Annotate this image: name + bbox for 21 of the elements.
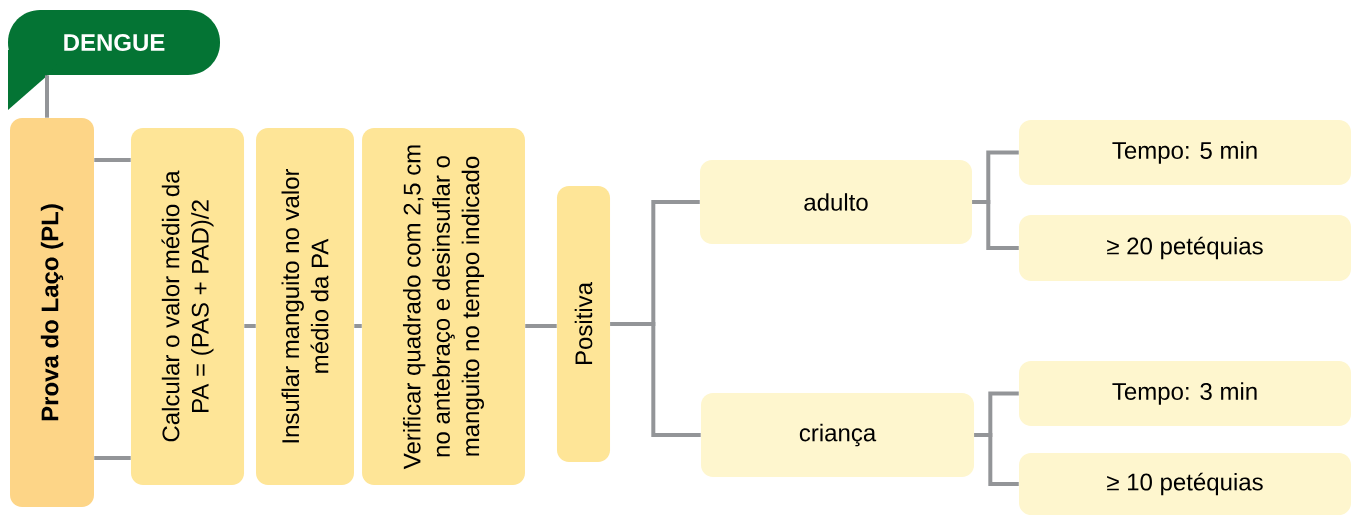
flag-banner: DENGUE — [8, 10, 220, 110]
header-box: Prova do Laço (PL) — [10, 117, 94, 508]
category-box: criança — [701, 393, 975, 477]
connector-line — [94, 158, 131, 162]
connector-line — [610, 322, 701, 437]
connector-line — [525, 324, 557, 328]
connector-line — [354, 324, 362, 328]
criterion-box: ≥ 20 petéquias — [1019, 215, 1351, 281]
step-box: Calcular o valor médio da PA = (PAS + PAD)/2 — [130, 127, 245, 486]
connector-line — [94, 456, 131, 460]
step-box: Verificar quadrado com 2,5 cm no antebraço e desinsuflar o manguito no tempo indicado — [362, 127, 525, 486]
criterion-box: Tempo: 3 min — [1019, 360, 1351, 427]
criterion-box: Tempo: 5 min — [1019, 119, 1351, 186]
connector-line — [974, 433, 1019, 486]
category-box: adulto — [700, 160, 972, 244]
connector-line — [972, 200, 1019, 250]
connector-line — [244, 324, 256, 328]
criterion-box: ≥ 10 petéquias — [1019, 453, 1351, 515]
result-box: Positiva — [556, 186, 611, 462]
step-box: Insuflar manguito no valor médio da PA — [256, 127, 354, 486]
connector-line — [45, 75, 49, 118]
